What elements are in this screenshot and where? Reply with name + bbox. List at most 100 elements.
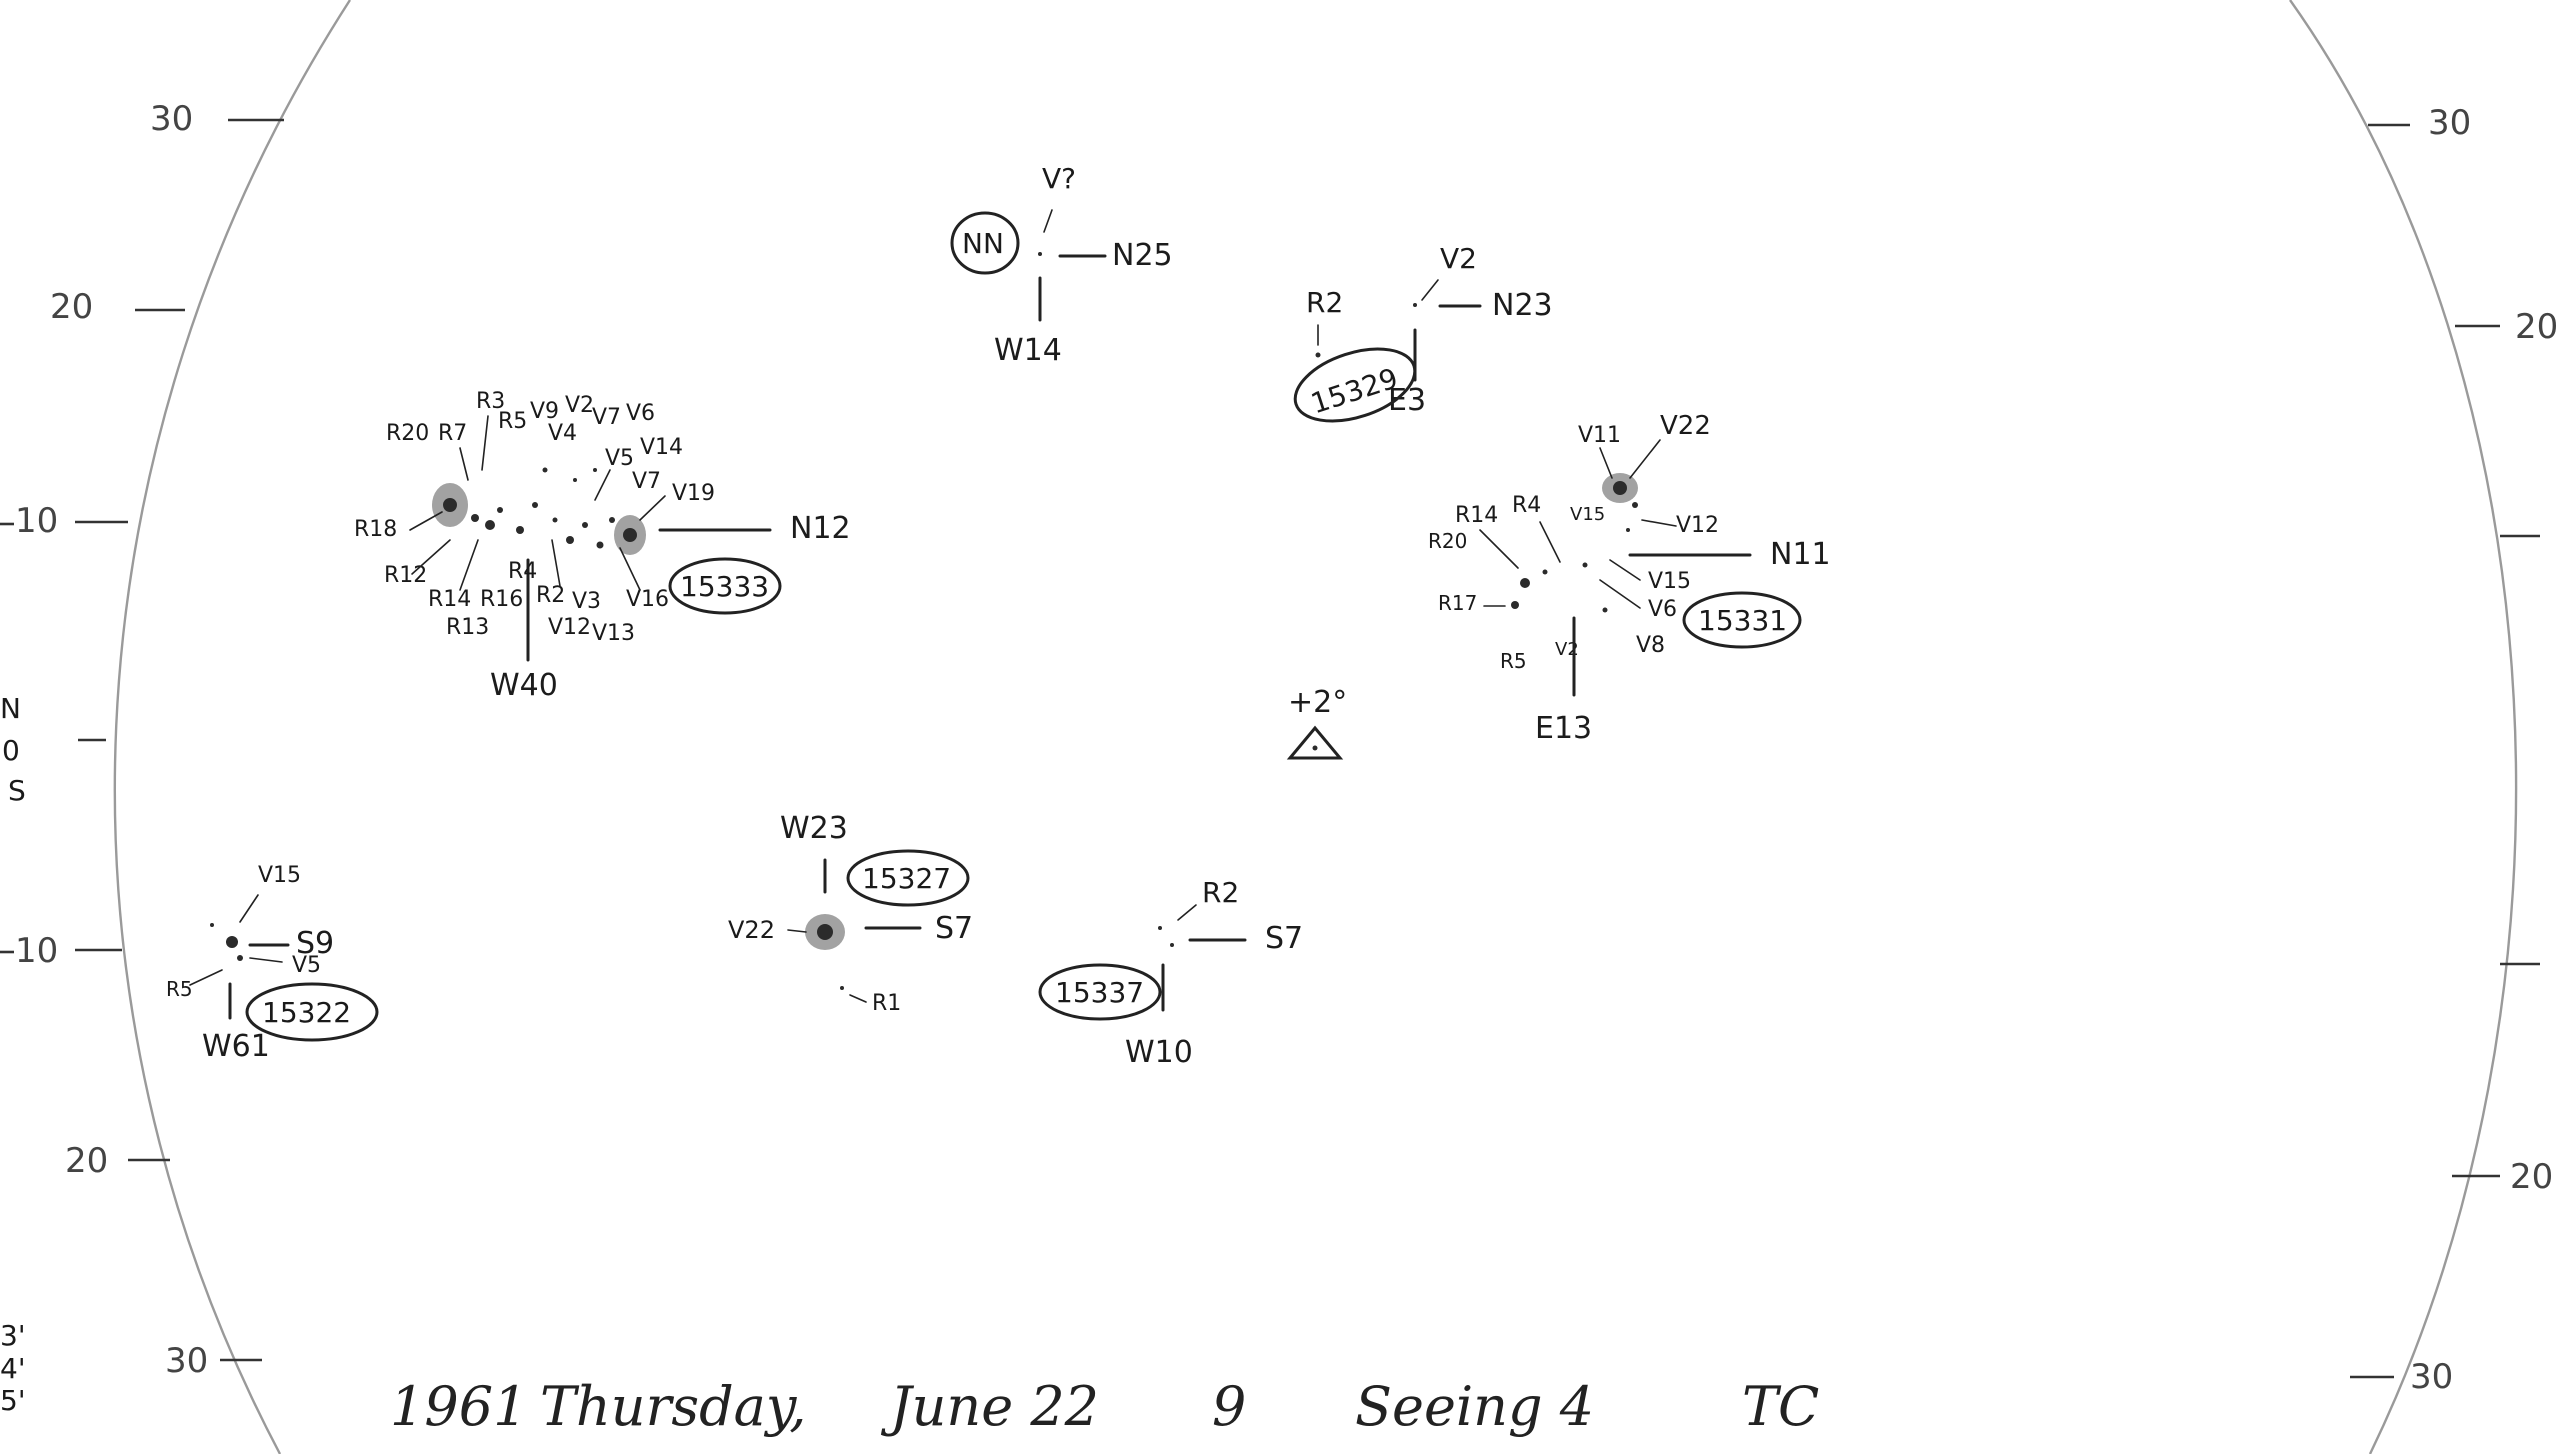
group-number: 15322 xyxy=(262,996,351,1029)
svg-text:R17: R17 xyxy=(1438,591,1477,615)
svg-text:V16: V16 xyxy=(626,587,669,612)
triangle-icon xyxy=(1286,725,1344,760)
svg-text:R2: R2 xyxy=(536,583,565,608)
margin-mark: 3' xyxy=(0,1319,26,1352)
margin-mark: 5' xyxy=(0,1384,26,1417)
svg-text:V8: V8 xyxy=(1636,633,1665,658)
observation-footer: 1961 Thursday, June 22 9 Seeing 4 TC xyxy=(390,1375,1819,1438)
spot-label: V? xyxy=(1042,162,1076,195)
longitude-label: W40 xyxy=(490,668,558,703)
svg-text:V22: V22 xyxy=(728,916,775,944)
svg-text:R13: R13 xyxy=(446,615,489,640)
latitude-label: S9 xyxy=(296,926,334,961)
ns-label: N xyxy=(0,692,21,725)
svg-text:V12: V12 xyxy=(1676,513,1719,538)
scale-label: 30 xyxy=(150,99,193,139)
svg-text:R18: R18 xyxy=(354,517,397,542)
svg-text:R14: R14 xyxy=(1455,503,1498,528)
solar-limb-left xyxy=(113,0,352,1454)
sunspot-group-15327: W23 S7 V22 R1 15327 xyxy=(728,811,973,1016)
group-number-oval xyxy=(1682,591,1802,649)
sunspot-group-15337: R2 S7 W10 15337 xyxy=(1038,876,1303,1070)
ns-label: S xyxy=(8,774,26,807)
scale-label: 30 xyxy=(2428,103,2471,143)
svg-text:R1: R1 xyxy=(872,991,901,1016)
longitude-label: W14 xyxy=(994,333,1062,368)
sunspot-group-15329: V2 R2 N23 E3 15329 xyxy=(1293,242,1553,423)
svg-text:V5: V5 xyxy=(605,446,634,471)
latitude-label: N11 xyxy=(1770,537,1831,572)
svg-text:V22: V22 xyxy=(1660,411,1711,441)
footer-seeing: Seeing 4 xyxy=(1355,1375,1594,1438)
latitude-label: N25 xyxy=(1112,238,1173,273)
center-mark-label: +2° xyxy=(1288,685,1347,720)
spot-label: R2 xyxy=(1202,876,1239,909)
scale-label: 10 xyxy=(15,931,58,971)
svg-text:V7: V7 xyxy=(632,469,661,494)
svg-text:V12: V12 xyxy=(548,615,591,640)
ns-label: 0 xyxy=(2,734,20,767)
sunspot-group-15322: V15 S9 V5 R5 W61 15322 xyxy=(166,863,379,1064)
svg-text:V19: V19 xyxy=(672,481,715,506)
group-number-oval xyxy=(950,211,1020,275)
svg-text:V6: V6 xyxy=(1648,597,1677,622)
svg-text:R4: R4 xyxy=(508,559,537,584)
svg-text:V13: V13 xyxy=(592,621,635,646)
svg-text:V2: V2 xyxy=(565,393,594,418)
svg-text:V3: V3 xyxy=(572,589,601,614)
footer-time: 9 xyxy=(1212,1375,1246,1438)
solar-limb-right xyxy=(2289,0,2518,1454)
group-number-oval xyxy=(1038,963,1162,1021)
spot-label: V2 xyxy=(1440,242,1477,275)
svg-text:R14: R14 xyxy=(428,587,471,612)
spot-labels: R20 R7 R3 R5 V9 V2 V4 V7 V6 V5 V14 V7 V1… xyxy=(354,389,715,646)
svg-text:V6: V6 xyxy=(626,401,655,426)
sunspot-cluster xyxy=(443,467,637,549)
longitude-label: E13 xyxy=(1535,711,1592,746)
group-number-oval xyxy=(846,849,970,907)
scale-label: 30 xyxy=(165,1341,208,1381)
svg-text:R7: R7 xyxy=(438,421,467,446)
longitude-label: W61 xyxy=(202,1029,270,1064)
scale-label: 20 xyxy=(65,1141,108,1181)
group-number-oval xyxy=(668,557,782,615)
latitude-label: N23 xyxy=(1492,288,1553,323)
scale-label: 20 xyxy=(50,287,93,327)
sunspot-group-15333: N12 W40 15333 R20 R7 R3 R5 V9 V2 V4 V7 V… xyxy=(354,389,851,703)
longitude-label: W10 xyxy=(1125,1035,1193,1070)
svg-text:R4: R4 xyxy=(1512,493,1541,518)
latitude-label: S7 xyxy=(935,911,973,946)
svg-text:R16: R16 xyxy=(480,587,523,612)
disk-center-mark: +2° xyxy=(1286,685,1347,760)
spot-label: R2 xyxy=(1306,286,1343,319)
group-number: 15327 xyxy=(862,862,951,895)
scale-label: 30 xyxy=(2410,1357,2453,1397)
longitude-label: W23 xyxy=(780,811,848,846)
right-latitude-scale: 30 20 20 30 xyxy=(2350,103,2558,1397)
margin-mark: 4' xyxy=(0,1352,26,1385)
svg-text:R5: R5 xyxy=(498,409,527,434)
group-number: 15331 xyxy=(1698,604,1787,637)
scale-label: 10 xyxy=(15,501,58,541)
footer-year: 1961 xyxy=(390,1375,527,1438)
svg-text:R3: R3 xyxy=(476,389,505,414)
margin-marks: 3' 4' 5' xyxy=(0,1319,26,1417)
group-number: 15333 xyxy=(680,570,769,603)
group-number: 15337 xyxy=(1055,976,1144,1009)
svg-text:R20: R20 xyxy=(386,421,429,446)
svg-text:V11: V11 xyxy=(1578,423,1621,448)
svg-text:R5: R5 xyxy=(1500,649,1527,673)
svg-text:V9: V9 xyxy=(530,399,559,424)
left-latitude-scale: 30 20 10 N 0 S 10 20 30 xyxy=(0,99,284,1381)
latitude-label: S7 xyxy=(1265,921,1303,956)
scale-label: 20 xyxy=(2515,307,2558,347)
footer-observer: TC xyxy=(1742,1375,1819,1438)
sunspot-group-nn: V? N25 W14 NN xyxy=(950,162,1173,368)
group-number-oval xyxy=(245,982,379,1042)
scale-label: 20 xyxy=(2510,1157,2553,1197)
latitude-label: N12 xyxy=(790,511,851,546)
footer-date: June 22 xyxy=(880,1375,1099,1438)
group-number-oval xyxy=(1293,347,1417,423)
footer-day: Thursday, xyxy=(540,1375,806,1438)
svg-text:R20: R20 xyxy=(1428,529,1467,553)
